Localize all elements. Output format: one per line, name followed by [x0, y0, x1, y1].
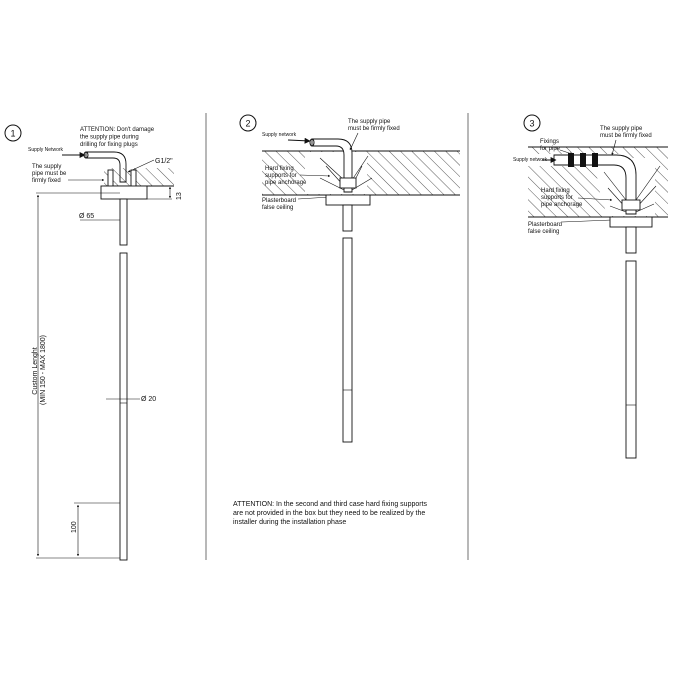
tube-main-3 — [625, 260, 637, 459]
flange-2 — [325, 194, 371, 206]
panel-3-hard-fixing: Hard fixing supports for pipe anchorage — [541, 188, 583, 208]
fixings-leader-3 — [559, 149, 573, 155]
flange-diam-label: Ø 65 — [79, 213, 94, 220]
panel-1: 1 ATTENTION: Don't damage the supply pip… — [4, 124, 183, 561]
panel-2-supply-network: Supply network — [262, 132, 297, 138]
thread-label: G1/2" — [155, 158, 173, 165]
tube-main-2 — [342, 237, 353, 443]
panel-1-attention: ATTENTION: Don't damage the supply pipe … — [80, 127, 156, 148]
plasterboard-leader-2 — [297, 196, 331, 200]
custom-length-label: Custom Lenght (MIN 150 - MAX 1800) — [32, 335, 47, 405]
bottom-length-label: 100 — [71, 521, 78, 533]
thread-leader — [127, 159, 155, 173]
pipe-fixing-3a — [568, 153, 574, 167]
flange-1 — [100, 185, 148, 200]
panel-3-fixings: Fixings for pipe — [540, 139, 561, 152]
panel-3-number: 3 — [529, 119, 534, 129]
flange-height-label: 13 — [176, 192, 183, 200]
tube-diam-label: Ø 20 — [141, 396, 156, 403]
tube-top-1 — [119, 198, 128, 246]
panel-1-firmly-fixed: The supply pipe must be firmly fixed — [32, 164, 68, 184]
panel-2: 2 Supply network The supply pipe must be… — [239, 114, 460, 443]
panel-1-supply-network: Supply Network — [28, 147, 64, 153]
hard-fixing-leader-3 — [577, 197, 613, 202]
tube-main-1 — [119, 252, 128, 561]
panel-3-plasterboard: Plasterboard false ceiling — [528, 222, 564, 235]
pipe-fixing-3c — [592, 153, 598, 167]
clamp-2 — [339, 177, 357, 189]
supply-arrow-2 — [287, 137, 311, 144]
panel-2-number: 2 — [245, 119, 250, 129]
clamp-3 — [621, 199, 641, 211]
panel-2-number-circle — [239, 114, 257, 132]
hard-fixing-leader-2 — [299, 174, 331, 178]
panel-2-hard-fixing: Hard fixing supports for pipe anchorage — [265, 166, 307, 186]
hard-fixing-supports-3 — [603, 165, 661, 213]
ceiling-hatch-1 — [104, 168, 174, 186]
fixing-plug-1b — [130, 169, 137, 189]
tube-top-3 — [625, 226, 637, 254]
installation-note: ATTENTION: In the second and third case … — [233, 501, 429, 526]
fixing-plug-1a — [107, 169, 114, 189]
plasterboard-leader-3 — [561, 219, 613, 223]
tube-top-2 — [342, 204, 353, 232]
flange-3 — [609, 216, 653, 228]
panel-3: 3 Supply network Fixings for pipe The su… — [513, 114, 668, 459]
supply-pipe-end-1 — [83, 151, 89, 159]
panel-1-number: 1 — [10, 129, 15, 139]
firmly-fixed-leader-3 — [611, 139, 617, 156]
firmly-fixed-leader-2 — [349, 132, 359, 151]
panel-2-firmly-fixed: The supply pipe must be firmly fixed — [348, 119, 400, 132]
panel-3-firmly-fixed: The supply pipe must be firmly fixed — [600, 126, 652, 139]
panel-2-plasterboard: Plasterboard false ceiling — [262, 198, 298, 211]
pipe-fixing-3b — [580, 153, 586, 167]
panel-3-supply-network: Supply network — [513, 157, 548, 163]
hard-fixing-supports-2 — [319, 155, 373, 191]
panel-1-number-circle — [4, 124, 22, 142]
panel-3-number-circle — [523, 114, 541, 132]
